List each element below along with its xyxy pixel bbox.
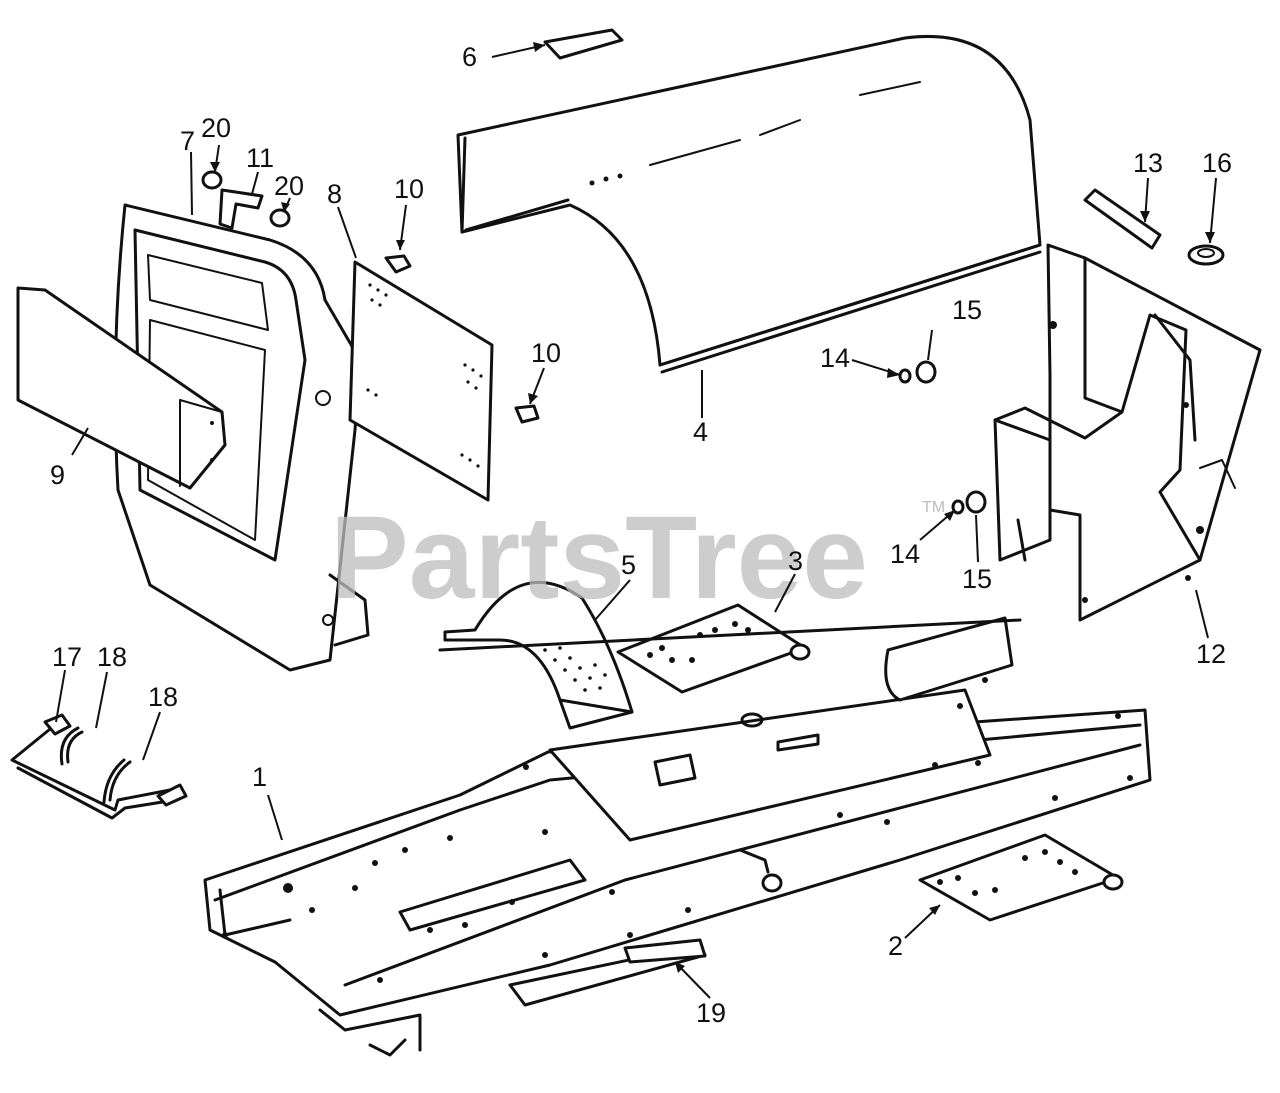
- part-clips: [384, 254, 540, 424]
- callout-12: 12: [1196, 639, 1226, 669]
- part-nuts: [898, 360, 987, 515]
- callout-17: 17: [52, 642, 82, 672]
- callout-11: 11: [246, 143, 274, 173]
- part-grille-frame: [113, 203, 370, 672]
- callout-5: 5: [621, 550, 636, 580]
- callout-14-upper: 14: [820, 343, 850, 373]
- part-bushings: [201, 170, 291, 228]
- part-emblem: [543, 28, 624, 60]
- callout-3: 3: [788, 546, 803, 576]
- callout-19: 19: [696, 998, 726, 1028]
- callout-4: 4: [693, 417, 708, 447]
- part-grille-screen: [16, 286, 227, 490]
- callout-2: 2: [888, 931, 903, 961]
- callout-15-upper: 15: [952, 295, 982, 325]
- callout-7: 7: [180, 126, 195, 156]
- callout-20-right: 20: [274, 171, 304, 201]
- part-bracket: [218, 188, 264, 230]
- callout-8: 8: [327, 179, 342, 209]
- watermark: PartsTree TM: [330, 492, 945, 624]
- watermark-brand: PartsTree: [330, 492, 868, 624]
- part-footrest-upper: [616, 603, 811, 694]
- part-dash-panel: [993, 243, 1262, 622]
- part-grommet: [1187, 244, 1225, 266]
- callout-9: 9: [50, 460, 65, 490]
- callout-numbers: 1 2 3 4 5 6 7 8 9 10 10 11 12 13 14 14 1…: [50, 42, 1232, 1028]
- part-under-plate: [623, 938, 707, 964]
- callout-16: 16: [1202, 148, 1232, 178]
- part-main-frame: [203, 616, 1152, 1057]
- part-footrest-lower: [918, 833, 1124, 922]
- callout-18-left: 18: [97, 642, 127, 672]
- callout-10-lower: 10: [531, 338, 561, 368]
- callout-20-left: 20: [201, 113, 231, 143]
- callout-18-right: 18: [148, 682, 178, 712]
- part-hood: [456, 34, 1042, 374]
- callout-14-lower: 14: [890, 539, 920, 569]
- callout-15-lower: 15: [962, 564, 992, 594]
- callout-13: 13: [1133, 148, 1163, 178]
- watermark-trademark: TM: [922, 499, 945, 516]
- part-latch-rod: [10, 713, 188, 820]
- part-tunnel: [443, 580, 634, 730]
- callout-1: 1: [252, 762, 267, 792]
- callout-6: 6: [462, 42, 477, 72]
- part-tube: [1083, 188, 1162, 250]
- callout-10-upper: 10: [394, 174, 424, 204]
- leader-arrowheads: [210, 42, 1215, 973]
- part-grille-panel: [348, 260, 494, 502]
